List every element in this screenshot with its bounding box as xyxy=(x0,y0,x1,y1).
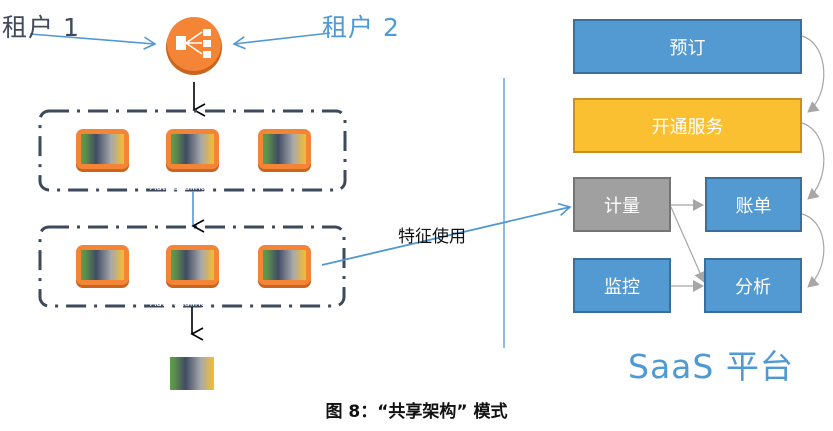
node-provision: 开通服务 xyxy=(573,98,802,153)
node-monitoring: 监控 xyxy=(573,258,671,313)
edge-order-provision xyxy=(801,35,825,113)
node-metering: 计量 xyxy=(573,177,671,232)
figure-caption: 图 8：“共享架构” 模式 xyxy=(0,397,833,422)
caption-prefix: 图 8： xyxy=(325,402,378,422)
load-balancer-icon xyxy=(166,17,222,75)
node-order: 预订 xyxy=(573,19,802,74)
node-analytics: 分析 xyxy=(704,258,802,313)
instance-icon xyxy=(258,129,311,172)
auto-scaling-group-2 xyxy=(38,225,346,308)
tenant2-arrow xyxy=(232,32,331,50)
caption-suffix: 模式 xyxy=(467,402,508,422)
instance-icon xyxy=(166,245,219,288)
storage-icon xyxy=(170,357,214,390)
instance-icon xyxy=(76,245,129,288)
edge-provision-billing xyxy=(801,122,825,200)
caption-quoted: “共享架构” xyxy=(377,402,468,422)
feature-usage-arrow xyxy=(321,202,572,266)
group-1-label: Auto Scaling xyxy=(150,183,207,193)
instance-icon xyxy=(258,245,311,288)
tenant-1-label: 租户 1 xyxy=(2,13,80,42)
auto-scaling-group-1 xyxy=(38,109,347,192)
instance-icon xyxy=(76,129,129,172)
platform-label: SaaS 平台 xyxy=(628,347,794,386)
tenant-2-label: 租户 2 xyxy=(322,13,400,42)
edge-billing-analytics xyxy=(801,213,825,288)
group-2-label: Auto Scaling xyxy=(150,299,207,309)
node-billing: 账单 xyxy=(705,177,802,232)
tenant1-arrow xyxy=(29,33,157,50)
feature-usage-label: 特征使用 xyxy=(398,227,466,247)
edge-metering-analytics xyxy=(670,206,706,283)
instance-icon xyxy=(166,129,219,172)
